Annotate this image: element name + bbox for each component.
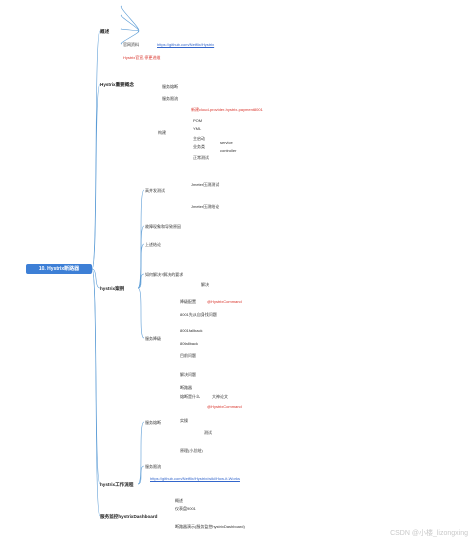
workflow-link[interactable]: https://github.com/Netflix/Hystrix/wiki/… [150, 476, 240, 481]
connector-line [91, 30, 101, 270]
mindmap-node[interactable]: 8001先从自身找问题 [180, 312, 217, 317]
mindmap-node[interactable]: 服务熔断 [145, 420, 161, 425]
branch-workflow[interactable]: hystrix工作流程 [100, 482, 134, 487]
root-topic[interactable]: 10. Hystrix断路器 [26, 264, 92, 274]
branch-concepts[interactable]: Hystrix重要概念 [100, 82, 134, 87]
mindmap-node[interactable]: 故障现象和导致原因 [145, 224, 181, 229]
mindmap-node[interactable]: 业务类 [193, 144, 205, 149]
mindmap-node[interactable]: Jmeter压测测试 [191, 182, 220, 187]
connector-line [91, 268, 101, 289]
overview-link[interactable]: https://github.com/Netflix/Hystrix [157, 42, 215, 47]
mindmap-node[interactable]: 概述 [175, 498, 183, 503]
mindmap-node[interactable]: 服务降级 [145, 336, 161, 341]
mindmap-node[interactable]: 服务熔断 [162, 84, 178, 89]
mindmap-node[interactable]: 构建 [158, 130, 166, 135]
connector-line [120, 14, 140, 32]
connector-line [120, 28, 140, 32]
mindmap-node[interactable]: 正常测试 [193, 155, 209, 160]
mindmap-node[interactable]: 测试 [204, 430, 212, 435]
connector-line [137, 287, 145, 339]
mindmap-node[interactable]: YML [193, 126, 202, 131]
overview-notice: Hystrix官宣,停更进维 [123, 55, 161, 60]
mindmap-node[interactable]: controller [220, 148, 237, 153]
branch-dashboard[interactable]: 服务监控hystrixDashboard [100, 514, 158, 519]
connector-line [137, 465, 145, 485]
mindmap-node[interactable]: service [220, 140, 233, 145]
mindmap-node[interactable]: 熔断是什么 [180, 394, 200, 399]
connector-line [137, 273, 145, 289]
mindmap-node[interactable]: POM [193, 118, 203, 123]
mindmap-node[interactable]: 目前问题 [180, 353, 196, 358]
mindmap-node[interactable]: 大神论文 [212, 394, 228, 399]
breaker-annotation: @HystrixCommand [207, 404, 242, 409]
connector-line [91, 268, 101, 517]
mindmap-node[interactable]: 服务限流 [162, 96, 178, 101]
branch-cases[interactable]: hystrix案例 [100, 286, 125, 291]
mindmap-node[interactable]: 官网资料 [123, 42, 139, 47]
csdn-watermark: CSDN @小楼_lizongxing [390, 530, 468, 537]
mindmap-node[interactable]: 如何解决?解决的要求 [145, 272, 184, 277]
mindmap-node[interactable]: 仪表盘9001 [175, 506, 196, 511]
branch-overview[interactable]: 概述 [100, 29, 110, 34]
mindmap-node[interactable]: 解决问题 [180, 372, 196, 377]
mindmap-node[interactable]: 断路器演示(服务监控hystrixDashboard) [175, 524, 245, 529]
mindmap-node[interactable]: 实操 [180, 418, 188, 423]
connector-line [91, 83, 101, 270]
mindmap-node[interactable]: 断路器 [180, 385, 192, 390]
mindmap-node[interactable]: Jmeter压测结论 [191, 204, 220, 209]
mindmap-node[interactable]: 降级配置 [180, 299, 196, 304]
mindmap-node[interactable]: 80fallback [180, 341, 199, 346]
connector-line [137, 243, 145, 289]
mindmap-node[interactable]: 解决 [201, 282, 209, 287]
mindmap-node[interactable]: 8001fallback [180, 328, 203, 333]
mindmap-node[interactable]: 高并发测试 [145, 188, 165, 193]
mindmap-node[interactable]: 服务限流 [145, 464, 161, 469]
mindmap-node[interactable]: 原理(小总结) [180, 448, 203, 453]
connector-line [137, 421, 145, 485]
prep-module: 新建cloud-provider-hystrix-payment8001 [191, 107, 263, 112]
mindmap-node[interactable]: 主启动 [193, 136, 205, 141]
fallback-annotation: @HystrixCommand [207, 299, 242, 304]
mindmap-node[interactable]: 上述结论 [145, 242, 161, 247]
